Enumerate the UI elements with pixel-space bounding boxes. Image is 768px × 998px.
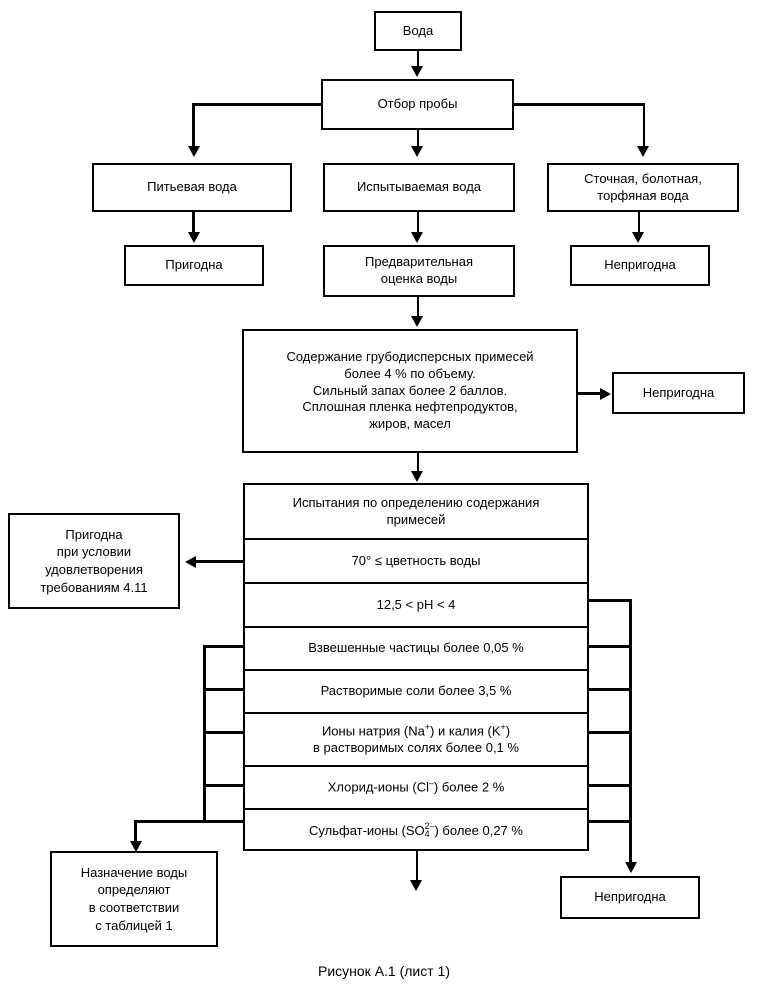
node-tested-water: Испытываемая вода — [323, 163, 515, 212]
table-row-suspended: Взвешенные частицы более 0,05 % — [245, 628, 587, 671]
node-suitable-1-label: Пригодна — [165, 257, 223, 273]
node-sampling-label: Отбор пробы — [377, 96, 458, 112]
node-prelim-assessment: Предварительная оценка воды — [323, 245, 515, 297]
left-bus-stub-chloride — [203, 784, 245, 787]
right-bus-stub-salts — [587, 688, 632, 691]
left-bus-stub-sulphate — [203, 820, 245, 823]
node-unsuitable-1-label: Непригодна — [604, 257, 676, 273]
table-row-sulphate: Сульфат-ионы (SO2–4) более 0,27 % — [245, 810, 587, 852]
arrowhead-prelim-to-coarse — [411, 316, 423, 327]
table-row-na-k-ions-label: Ионы натрия (Na+) и калия (K+)в раствори… — [313, 721, 519, 756]
node-sampling: Отбор пробы — [321, 79, 514, 130]
left-bus-to-purpose-v — [134, 820, 137, 842]
arrowhead-tested-to-prelim — [411, 232, 423, 243]
edge-coarse-to-unsuitable2 — [578, 392, 602, 395]
table-row-ph-label: 12,5 < pH < 4 — [376, 596, 456, 612]
tests-table-header: Испытания по определению содержания прим… — [245, 485, 587, 540]
node-prelim-assessment-label: Предварительная оценка воды — [365, 254, 473, 286]
node-unsuitable-2: Непригодна — [612, 372, 745, 414]
arrowhead-tests-table-continue — [410, 880, 422, 891]
table-row-sulphate-label: Сульфат-ионы (SO2–4) более 0,27 % — [309, 820, 523, 840]
edge-sampling-mid — [416, 130, 419, 147]
node-purpose-table-label: Назначение воды определяют в соответстви… — [80, 864, 188, 933]
node-coarse-impurities: Содержание грубодисперсных примесей боле… — [242, 329, 578, 453]
edge-prelim-to-coarse — [416, 297, 419, 317]
arrowhead-to-unsuitable-3 — [624, 862, 637, 873]
table-row-chloride: Хлорид-ионы (Cl–) более 2 % — [245, 767, 587, 810]
arrowhead-water-to-sampling — [411, 66, 423, 77]
table-row-na-k-ions: Ионы натрия (Na+) и калия (K+)в раствори… — [245, 714, 587, 767]
arrowhead-waste-to-unsuitable — [632, 232, 644, 243]
edge-drinking-to-suitable — [192, 212, 195, 233]
node-unsuitable-3: Непригодна — [560, 876, 700, 919]
table-row-salts: Растворимые соли более 3,5 % — [245, 671, 587, 714]
arrowhead-sampling-to-tested — [411, 146, 423, 157]
left-bus-to-purpose-h — [134, 820, 205, 823]
edge-tests-table-continue — [415, 851, 418, 882]
edge-water-to-sampling — [416, 51, 419, 67]
node-waste-water-label: Сточная, болотная, торфяная вода — [584, 170, 702, 203]
node-unsuitable-3-label: Непригодна — [594, 889, 666, 905]
figure-caption: Рисунок А.1 (лист 1) — [318, 963, 450, 979]
left-bus-stub-suspended — [203, 645, 245, 648]
edge-sampling-right-h — [512, 103, 645, 106]
tests-table: Испытания по определению содержания прим… — [243, 483, 589, 851]
arrowhead-coarse-to-unsuitable2 — [600, 387, 611, 400]
edge-sampling-left-h — [192, 103, 323, 106]
node-suitable-conditional: Пригодна при условии удовлетворения треб… — [8, 513, 180, 609]
node-tested-water-label: Испытываемая вода — [356, 179, 482, 195]
tests-table-header-label: Испытания по определению содержания прим… — [292, 494, 540, 527]
edge-sampling-left-v — [192, 103, 195, 147]
node-unsuitable-1: Непригодна — [570, 245, 710, 286]
node-waste-water: Сточная, болотная, торфяная вода — [547, 163, 739, 212]
table-row-ph: 12,5 < pH < 4 — [245, 584, 587, 628]
edge-sampling-right-v — [642, 103, 645, 147]
left-bus-stub-salts — [203, 688, 245, 691]
arrowhead-drinking-to-suitable — [187, 232, 200, 243]
node-unsuitable-2-label: Непригодна — [642, 384, 715, 400]
table-row-chloride-label: Хлорид-ионы (Cl–) более 2 % — [327, 778, 505, 795]
node-suitable-conditional-label: Пригодна при условии удовлетворения треб… — [40, 526, 148, 595]
table-row-suspended-label: Взвешенные частицы более 0,05 % — [308, 640, 524, 656]
edge-tests-to-suitable-conditional — [196, 560, 245, 563]
edge-waste-to-unsuitable — [637, 212, 640, 233]
node-water-label: Вода — [402, 22, 434, 38]
right-bus-stub-ph — [587, 599, 632, 602]
table-row-colour-label: 70° ≤ цветность воды — [351, 552, 481, 568]
arrowhead-sampling-to-waste — [637, 146, 649, 157]
right-bus-stub-chloride — [587, 784, 632, 787]
right-bus-stub-suspended — [587, 645, 632, 648]
node-drinking-water: Питьевая вода — [92, 163, 292, 212]
edge-coarse-to-tests — [416, 453, 419, 472]
arrowhead-to-purpose — [129, 841, 142, 852]
arrowhead-coarse-to-tests — [411, 471, 423, 482]
left-bus-stub-na-k — [203, 731, 245, 734]
node-suitable-1: Пригодна — [124, 245, 264, 286]
table-row-colour: 70° ≤ цветность воды — [245, 540, 587, 584]
node-purpose-table: Назначение воды определяют в соответстви… — [50, 851, 218, 947]
node-drinking-water-label: Питьевая вода — [147, 179, 237, 195]
table-row-salts-label: Растворимые соли более 3,5 % — [320, 683, 512, 699]
node-water: Вода — [374, 11, 462, 51]
node-coarse-impurities-label: Содержание грубодисперсных примесей боле… — [286, 349, 534, 431]
arrowhead-sampling-to-drinking — [187, 146, 200, 157]
right-bus-stub-na-k — [587, 731, 632, 734]
edge-tested-to-prelim — [416, 212, 419, 233]
right-bus-stub-sulphate — [587, 820, 632, 823]
arrowhead-tests-to-suitable-conditional — [185, 555, 196, 568]
